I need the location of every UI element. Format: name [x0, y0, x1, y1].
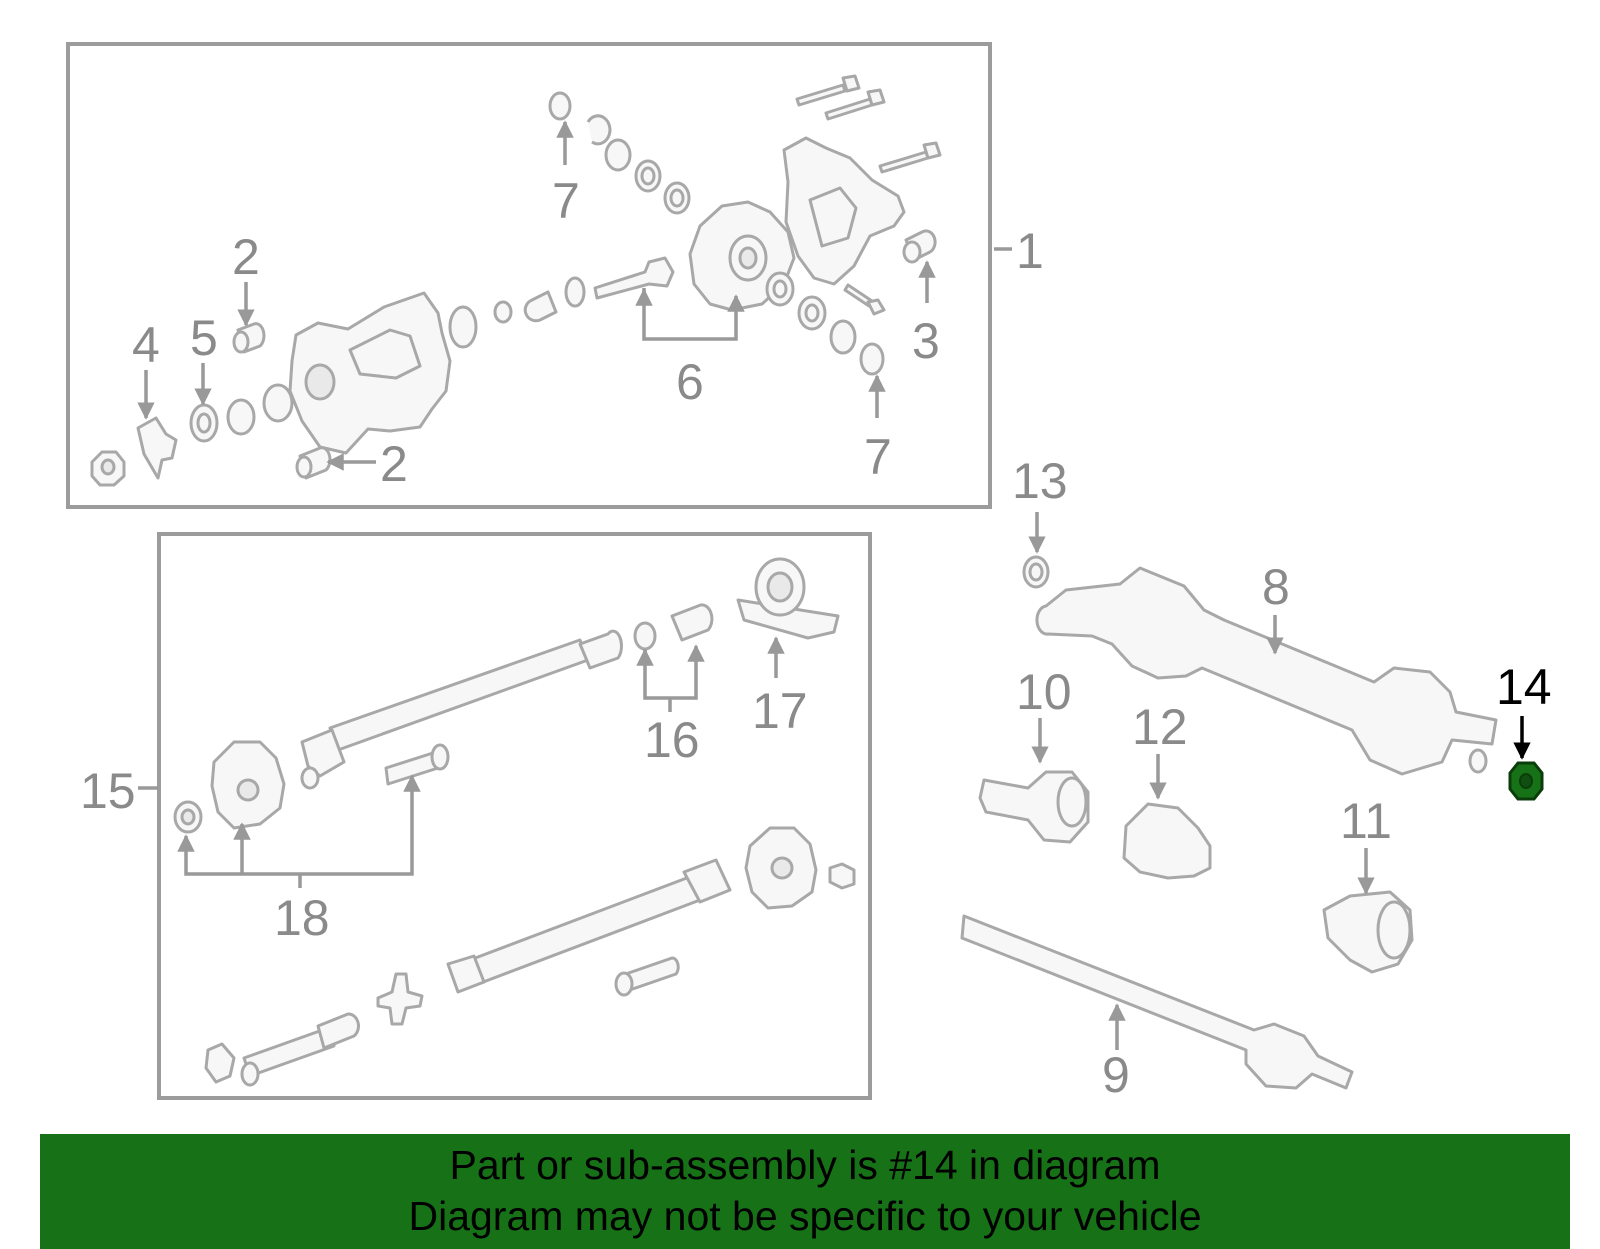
callout-labels: 1 2 2 3 4 5 6 7 7 8 9 10 11 12 13 14 15 … [80, 173, 1552, 1103]
callout-8: 8 [1262, 559, 1290, 615]
center-boot [670, 603, 714, 642]
leader-lines [137, 120, 1531, 1050]
banner-line-1: Part or sub-assembly is #14 in diagram [449, 1142, 1161, 1188]
callout-15: 15 [80, 763, 136, 819]
callout-3: 3 [912, 313, 940, 369]
banner-line-2: Diagram may not be specific to your vehi… [408, 1193, 1202, 1239]
callout-12: 12 [1132, 699, 1188, 755]
bearing-shim-upper [548, 91, 572, 121]
callout-7-lower: 7 [864, 429, 892, 485]
callout-18: 18 [274, 890, 330, 946]
companion-flange [136, 416, 178, 480]
inner-cv-boot [1122, 802, 1212, 880]
callout-17: 17 [752, 683, 808, 739]
callout-1: 1 [1016, 223, 1044, 279]
differential-group-box [66, 42, 992, 509]
cover-bolts [795, 74, 942, 316]
propshaft-parts [173, 557, 856, 1087]
intermediate-shaft [960, 914, 1354, 1090]
pinion-gear [593, 256, 675, 300]
callout-6: 6 [676, 354, 704, 410]
callout-7-upper: 7 [552, 173, 580, 229]
bearing-shim-lower [859, 342, 885, 376]
notice-banner: Part or sub-assembly is #14 in diagram D… [40, 1134, 1570, 1249]
front-halfshaft-assembly [1035, 566, 1498, 776]
callout-13: 13 [1012, 453, 1068, 509]
callout-16: 16 [644, 712, 700, 768]
universal-joint [376, 972, 424, 1026]
differential-parts [90, 74, 942, 487]
callout-4: 4 [132, 317, 160, 373]
front-propshaft [328, 638, 590, 752]
callout-10: 10 [1016, 664, 1072, 720]
propshaft-group-box [157, 532, 872, 1100]
callout-2-lower: 2 [380, 436, 408, 492]
halfshaft-parts [960, 555, 1544, 1090]
callout-5: 5 [190, 310, 218, 366]
center-seal [633, 621, 657, 651]
callout-14: 14 [1496, 659, 1552, 715]
callout-2-upper: 2 [232, 229, 260, 285]
callout-11: 11 [1340, 793, 1392, 849]
center-bearing [736, 598, 840, 640]
callout-9: 9 [1102, 1047, 1130, 1103]
